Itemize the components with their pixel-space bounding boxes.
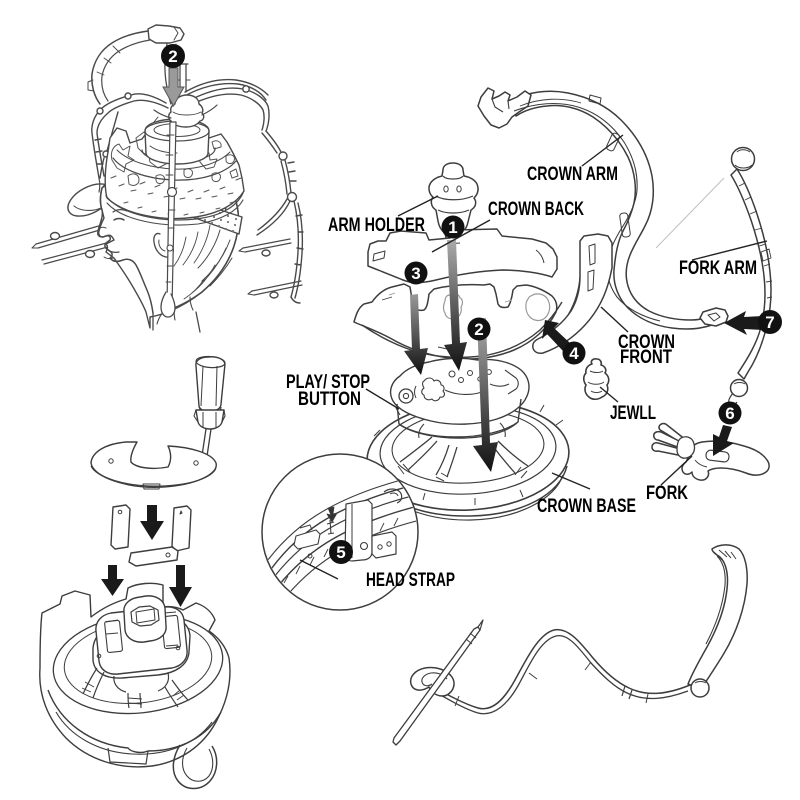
- svg-text:FORK ARM: FORK ARM: [679, 258, 757, 279]
- svg-text:6: 6: [725, 404, 734, 423]
- svg-text:CROWN BASE: CROWN BASE: [537, 496, 636, 517]
- svg-text:2: 2: [168, 47, 177, 66]
- svg-text:5: 5: [336, 543, 345, 562]
- svg-text:3: 3: [411, 264, 420, 283]
- svg-text:PLAY/ STOP: PLAY/ STOP: [286, 372, 370, 393]
- svg-text:1: 1: [448, 218, 457, 237]
- svg-text:ARM HOLDER: ARM HOLDER: [328, 215, 425, 236]
- svg-text:4: 4: [569, 344, 579, 363]
- svg-text:CROWN BACK: CROWN BACK: [488, 199, 584, 220]
- svg-text:JEWLL: JEWLL: [610, 403, 656, 424]
- svg-text:2: 2: [474, 320, 483, 339]
- svg-text:7: 7: [765, 313, 774, 332]
- svg-text:FORK: FORK: [646, 483, 688, 504]
- svg-text:CROWN ARM: CROWN ARM: [527, 164, 618, 185]
- svg-text:FRONT: FRONT: [620, 347, 672, 368]
- svg-text:HEAD STRAP: HEAD STRAP: [366, 570, 455, 591]
- svg-text:BUTTON: BUTTON: [298, 389, 361, 410]
- svg-text:CROWN: CROWN: [618, 332, 675, 353]
